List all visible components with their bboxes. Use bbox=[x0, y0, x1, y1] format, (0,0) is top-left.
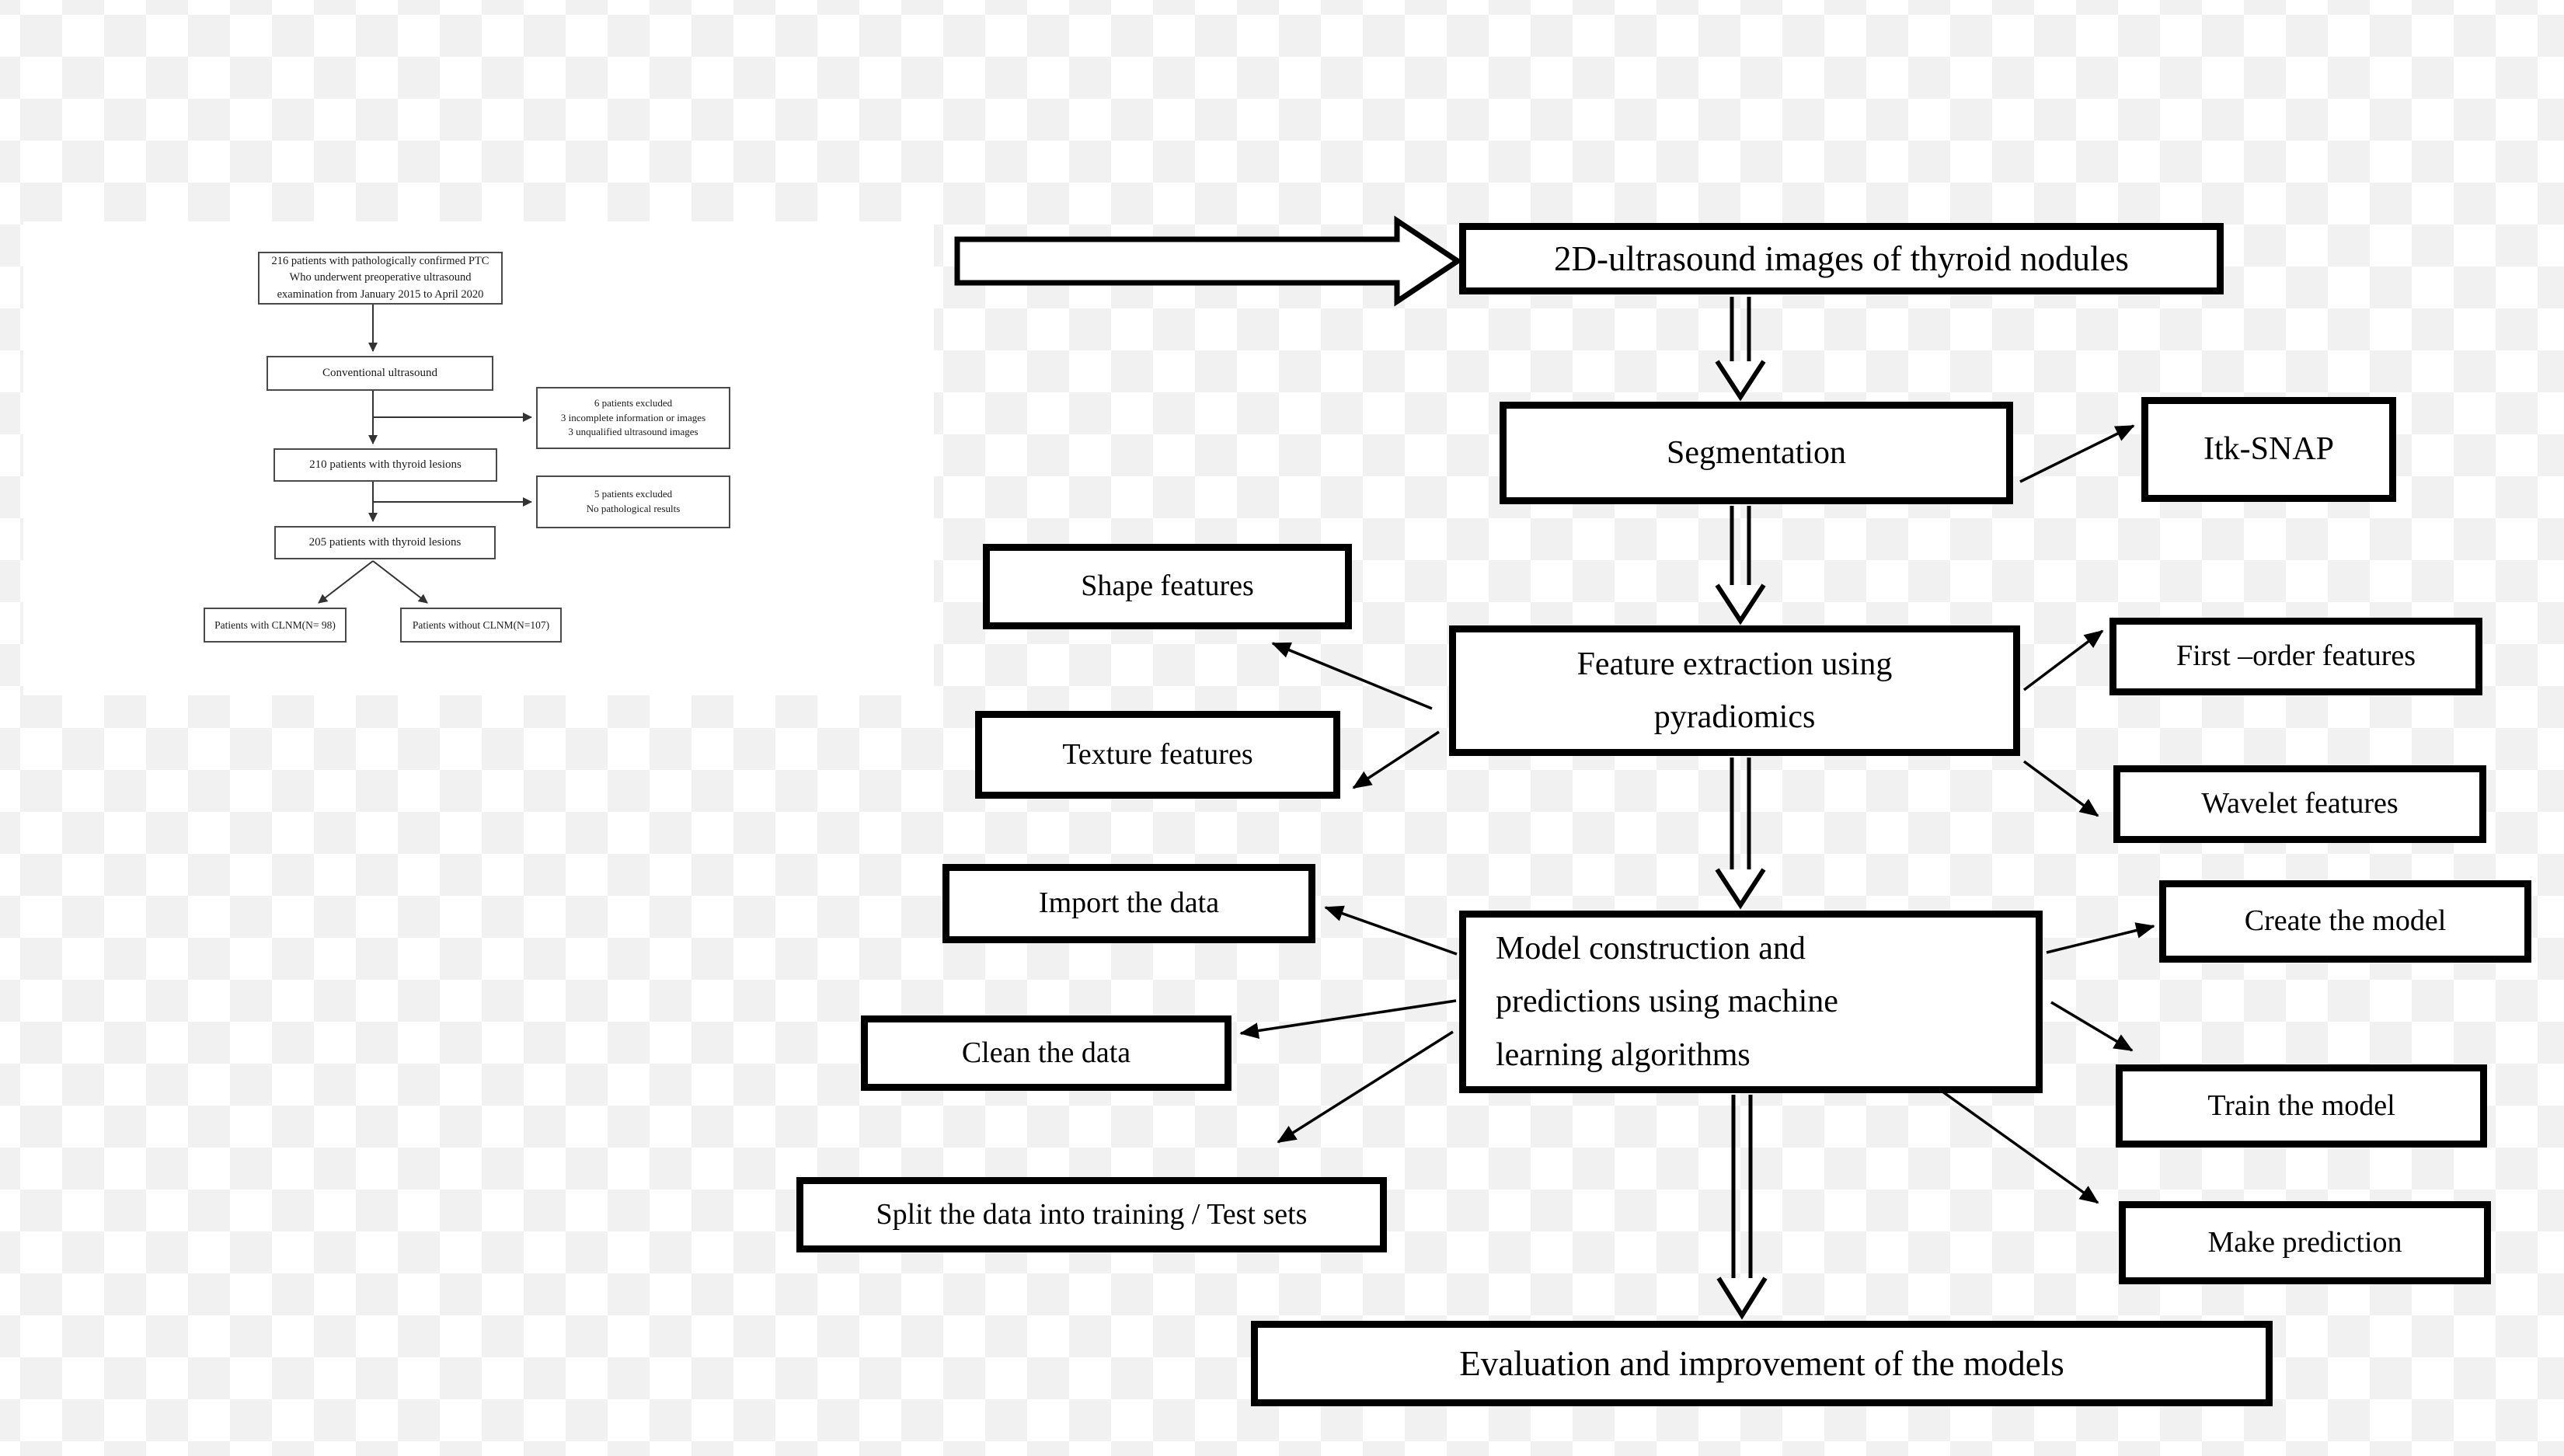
down-arrow-model-to-evaluation-icon bbox=[1716, 1095, 1768, 1320]
down-arrow-segmentation-to-feature-icon bbox=[1715, 506, 1766, 625]
patients-confirmed-box: 216 patients with pathologically confirm… bbox=[258, 252, 503, 305]
patients-without-clnm-box: Patients without CLNM(N=107) bbox=[400, 608, 562, 643]
arrow-segmentation-to-itk bbox=[2019, 424, 2135, 483]
arrow-feature-to-first-order bbox=[2022, 629, 2104, 691]
arrow-model-to-clean bbox=[1239, 999, 1457, 1039]
feature-extraction-box: Feature extraction using pyradiomics bbox=[1449, 625, 2020, 756]
conventional-ultrasound-box: Conventional ultrasound bbox=[267, 356, 493, 391]
arrow-model-to-split bbox=[1277, 1030, 1454, 1144]
clean-data-box: Clean the data bbox=[861, 1015, 1231, 1091]
arrow-model-to-train bbox=[2050, 1001, 2134, 1052]
model-construction-box: Model construction and predictions using… bbox=[1459, 911, 2043, 1093]
arrow-feature-to-shape bbox=[1271, 642, 1433, 710]
patients-210-box: 210 patients with thyroid lesions bbox=[273, 448, 497, 482]
itk-snap-box: Itk-SNAP bbox=[2141, 397, 2396, 502]
wavelet-features-box: Wavelet features bbox=[2113, 765, 2486, 843]
patients-with-clnm-box: Patients with CLNM(N= 98) bbox=[204, 608, 347, 643]
down-arrow-images-to-segmentation-icon bbox=[1715, 297, 1766, 402]
excluded-5-patients-box: 5 patients excluded No pathological resu… bbox=[536, 475, 730, 528]
split-data-box: Split the data into training / Test sets bbox=[796, 1177, 1387, 1252]
train-model-box: Train the model bbox=[2116, 1064, 2487, 1148]
excluded-6-patients-box: 6 patients excluded 3 incomplete informa… bbox=[536, 387, 730, 449]
shape-features-box: Shape features bbox=[983, 544, 1352, 629]
arrow-model-to-create bbox=[2046, 922, 2155, 954]
import-data-box: Import the data bbox=[942, 864, 1315, 943]
create-model-box: Create the model bbox=[2159, 880, 2531, 963]
down-arrow-feature-to-model-icon bbox=[1715, 758, 1766, 910]
evaluation-box: Evaluation and improvement of the models bbox=[1251, 1321, 2273, 1406]
arrow-model-to-import bbox=[1324, 905, 1458, 956]
make-prediction-box: Make prediction bbox=[2119, 1201, 2491, 1284]
arrow-model-to-make-prediction bbox=[1941, 1090, 2099, 1204]
arrow-feature-to-wavelet bbox=[2022, 760, 2099, 817]
segmentation-box: Segmentation bbox=[1500, 402, 2013, 504]
arrow-feature-to-texture bbox=[1352, 730, 1440, 789]
ultrasound-images-box: 2D-ultrasound images of thyroid nodules bbox=[1459, 223, 2224, 294]
big-input-arrow-icon bbox=[954, 215, 1463, 307]
first-order-features-box: First –order features bbox=[2109, 618, 2482, 695]
texture-features-box: Texture features bbox=[975, 711, 1340, 799]
patients-205-box: 205 patients with thyroid lesions bbox=[274, 526, 496, 559]
